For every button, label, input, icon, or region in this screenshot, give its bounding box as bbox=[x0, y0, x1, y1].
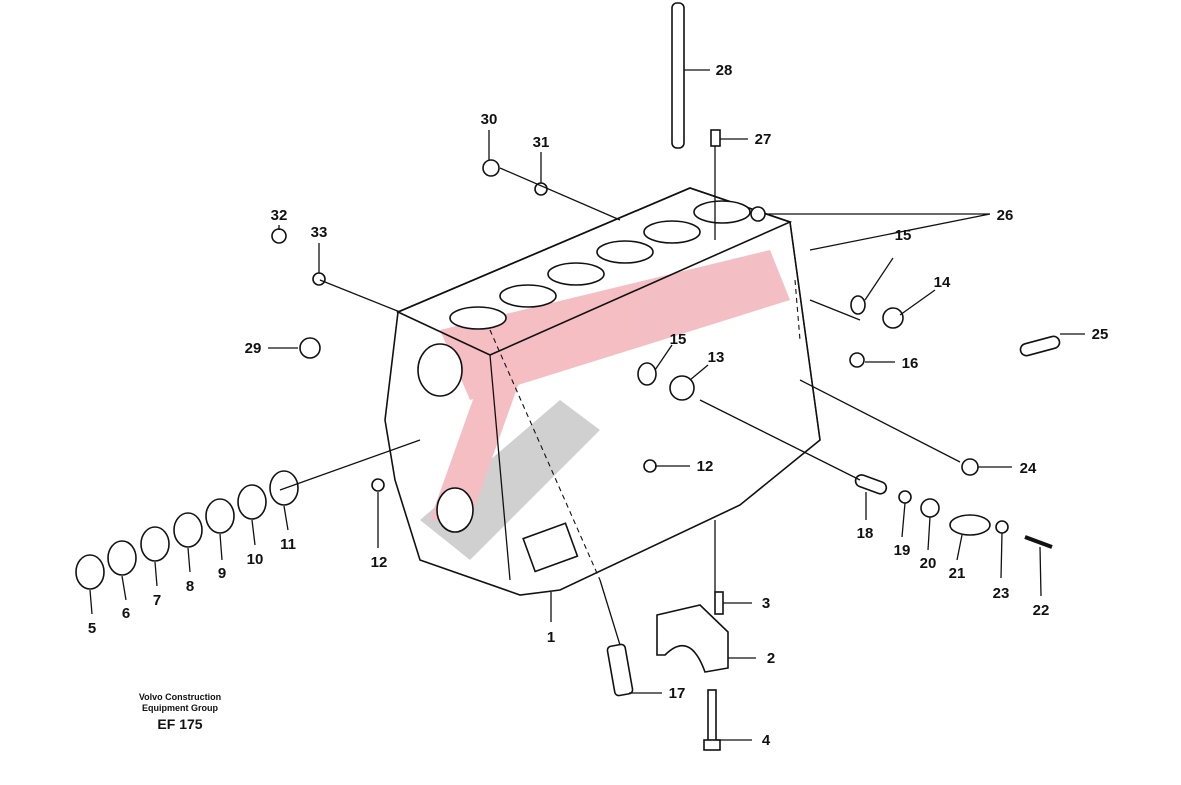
callout-14: 14 bbox=[934, 274, 951, 291]
callout-15: 15 bbox=[670, 331, 687, 348]
callout-24: 24 bbox=[1020, 460, 1037, 477]
callout-5: 5 bbox=[88, 620, 96, 637]
callout-27: 27 bbox=[755, 131, 772, 148]
diagram-code: EF 175 bbox=[157, 716, 203, 732]
callout-16: 16 bbox=[902, 355, 919, 372]
company-line1: Volvo Construction bbox=[138, 692, 222, 702]
parts bbox=[75, 2, 1061, 751]
callout-20: 20 bbox=[920, 555, 937, 572]
callout-12: 12 bbox=[371, 554, 388, 571]
callout-6: 6 bbox=[122, 605, 130, 622]
callout-17: 17 bbox=[669, 685, 686, 702]
watermark bbox=[420, 250, 790, 560]
callout-29: 29 bbox=[245, 340, 262, 357]
callout-7: 7 bbox=[153, 592, 161, 609]
company-line2: Equipment Group bbox=[142, 703, 218, 713]
callout-15: 15 bbox=[895, 227, 912, 244]
callout-12: 12 bbox=[697, 458, 714, 475]
cylinder-block bbox=[384, 187, 821, 596]
leader-lines bbox=[89, 69, 1085, 741]
callout-32: 32 bbox=[271, 207, 288, 224]
callout-28: 28 bbox=[716, 62, 733, 79]
part-dipstick-tube bbox=[671, 2, 685, 149]
callout-2: 2 bbox=[767, 650, 775, 667]
callout-1: 1 bbox=[547, 629, 555, 646]
callout-4: 4 bbox=[762, 732, 771, 749]
callout-23: 23 bbox=[993, 585, 1010, 602]
company-caption: Volvo Construction Equipment Group bbox=[100, 692, 260, 714]
cylinder-bores bbox=[449, 200, 751, 330]
callout-13: 13 bbox=[708, 349, 725, 366]
callout-11: 11 bbox=[280, 536, 296, 553]
callout-19: 19 bbox=[894, 542, 911, 559]
callout-9: 9 bbox=[218, 565, 226, 582]
bearing-shells bbox=[75, 470, 299, 590]
callout-33: 33 bbox=[311, 224, 328, 241]
callout-26: 26 bbox=[997, 207, 1014, 224]
callout-8: 8 bbox=[186, 578, 194, 595]
callout-3: 3 bbox=[762, 595, 770, 612]
callout-10: 10 bbox=[247, 551, 264, 568]
part-pin bbox=[710, 129, 721, 147]
callout-30: 30 bbox=[481, 111, 498, 128]
callout-21: 21 bbox=[949, 565, 966, 582]
callout-22: 22 bbox=[1033, 602, 1050, 619]
callout-25: 25 bbox=[1092, 326, 1109, 343]
callout-31: 31 bbox=[533, 134, 550, 151]
callout-18: 18 bbox=[857, 525, 874, 542]
